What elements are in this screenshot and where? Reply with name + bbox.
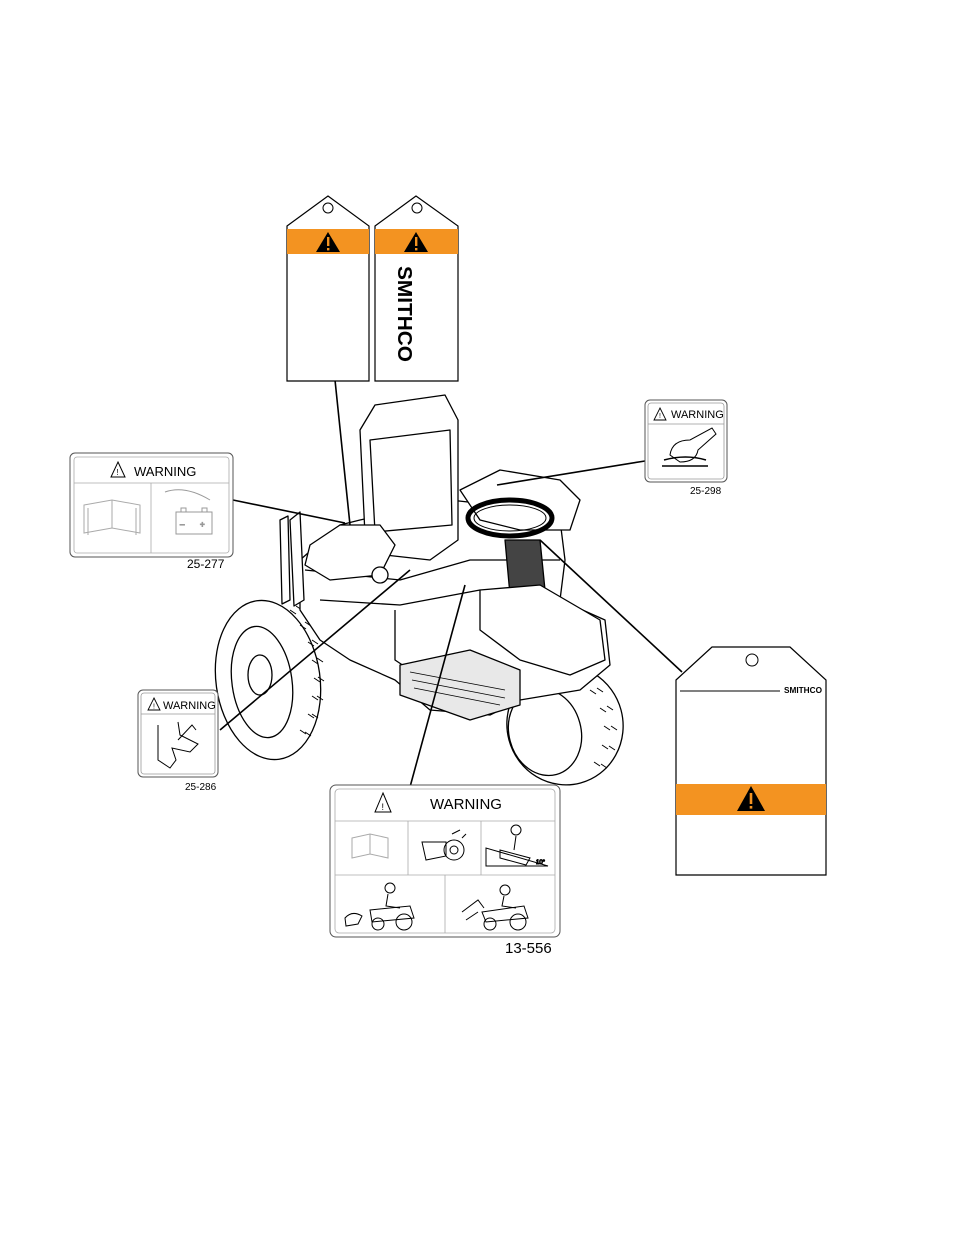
hand-crush-icon — [662, 427, 717, 467]
decal-header: WARNING — [134, 464, 196, 479]
smithco-logo: SMITHCO — [393, 266, 415, 362]
warning-triangle-icon — [737, 786, 765, 811]
slope-icon: 10° — [485, 824, 549, 867]
svg-text:!: ! — [117, 468, 119, 477]
decal-25-298: ! WARNING 25-298 — [644, 399, 728, 497]
decal-25-277: ! WARNING – + 25-277 — [69, 452, 234, 571]
rotating-part-icon — [421, 829, 467, 861]
decal-header: WARNING — [163, 700, 216, 712]
battery-icon: – + — [164, 489, 213, 535]
rollover-icon — [461, 884, 529, 931]
control-lever — [289, 511, 305, 607]
slope-angle-label: 10° — [536, 860, 546, 866]
warning-triangle-icon — [404, 232, 428, 252]
tag-right: SMITHCO — [675, 646, 827, 876]
tag-left — [286, 195, 370, 382]
steering-wheel — [465, 497, 555, 539]
warning-triangle-icon: ! — [653, 406, 667, 421]
warning-triangle-icon: ! — [147, 696, 161, 711]
warning-triangle-icon: ! — [374, 791, 392, 813]
svg-text:+: + — [200, 520, 205, 529]
manual-icon — [351, 833, 389, 859]
svg-text:!: ! — [659, 413, 661, 420]
part-number: 25-298 — [690, 486, 722, 497]
hood — [479, 584, 606, 676]
decal-25-286: ! WARNING 25-286 — [137, 689, 219, 793]
svg-text:!: ! — [153, 704, 155, 711]
warning-triangle-icon: ! — [110, 460, 126, 478]
svg-text:!: ! — [382, 802, 385, 812]
left-fender — [304, 524, 396, 581]
svg-text:–: – — [180, 520, 185, 529]
manual-icon — [83, 499, 141, 535]
warning-triangle-icon — [316, 232, 340, 252]
part-number: 25-286 — [185, 782, 217, 793]
part-number: 25-277 — [187, 557, 225, 571]
decal-header: WARNING — [671, 409, 724, 421]
tractor-illustration — [214, 394, 624, 786]
leader-lines — [219, 379, 683, 788]
rear-wheel-left — [214, 599, 325, 761]
tag-middle: SMITHCO — [374, 195, 459, 382]
decal-13-556: ! WARNING 10° — [329, 784, 561, 957]
part-number: 13-556 — [505, 940, 552, 957]
bystander-icon — [344, 882, 415, 931]
hand-pinch-icon — [157, 721, 199, 769]
floor-plate — [399, 649, 521, 721]
smithco-logo: SMITHCO — [784, 686, 822, 695]
decal-header: WARNING — [430, 796, 502, 813]
